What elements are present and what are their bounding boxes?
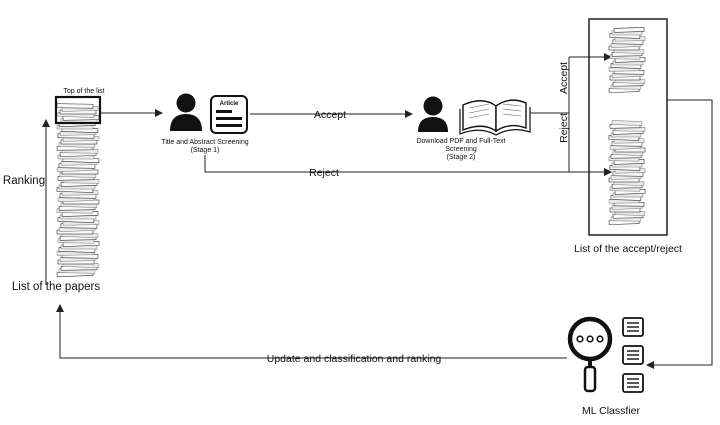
paper-stack-icon <box>56 103 100 278</box>
paper-stack-icon <box>608 27 646 93</box>
ml-classifier-label: ML Classfier <box>582 405 640 417</box>
ranking-label: Ranking <box>3 175 45 187</box>
stage2-title: Download PDF and Full-Text <box>416 138 505 145</box>
paper-sheet <box>56 103 94 109</box>
reject-label-vertical: Reject <box>558 113 570 143</box>
accept-reject-box <box>588 18 668 236</box>
accept-label-middle: Accept <box>314 109 346 121</box>
stage1-subtitle: (Stage 1) <box>191 147 220 154</box>
stage1-title: Title and Abstract Screening <box>161 139 248 146</box>
paper-sheet <box>613 27 645 33</box>
stage2-subtitle: (Stage 2) <box>447 154 476 161</box>
document-list-icon <box>622 345 644 365</box>
document-list-icon <box>622 373 644 393</box>
magnifier-icon <box>567 316 613 393</box>
update-loop-arrow <box>56 304 567 359</box>
stage2-line2: Screening <box>445 146 477 153</box>
top-of-list-highlight <box>54 95 102 125</box>
accept-label-vertical: Accept <box>558 62 570 94</box>
article-icon: Article <box>210 95 248 134</box>
document-list-icon <box>622 317 644 337</box>
person-icon <box>170 93 202 131</box>
open-book-icon <box>459 99 531 136</box>
person-icon <box>418 96 448 132</box>
reject-label-middle: Reject <box>309 167 339 179</box>
accept-reject-list-label: List of the accept/reject <box>574 243 682 255</box>
paper-stack-icon <box>608 120 646 225</box>
paper-sheet <box>611 120 643 126</box>
update-loop-label: Update and classification and ranking <box>267 353 442 365</box>
top-of-list-label: Top of the list <box>63 88 104 95</box>
feedback-to-classifier-arrow <box>646 99 713 369</box>
reject-arrow-stage1 <box>204 155 612 176</box>
article-label: Article <box>220 101 239 107</box>
list-of-papers-label: List of the papers <box>12 281 100 293</box>
